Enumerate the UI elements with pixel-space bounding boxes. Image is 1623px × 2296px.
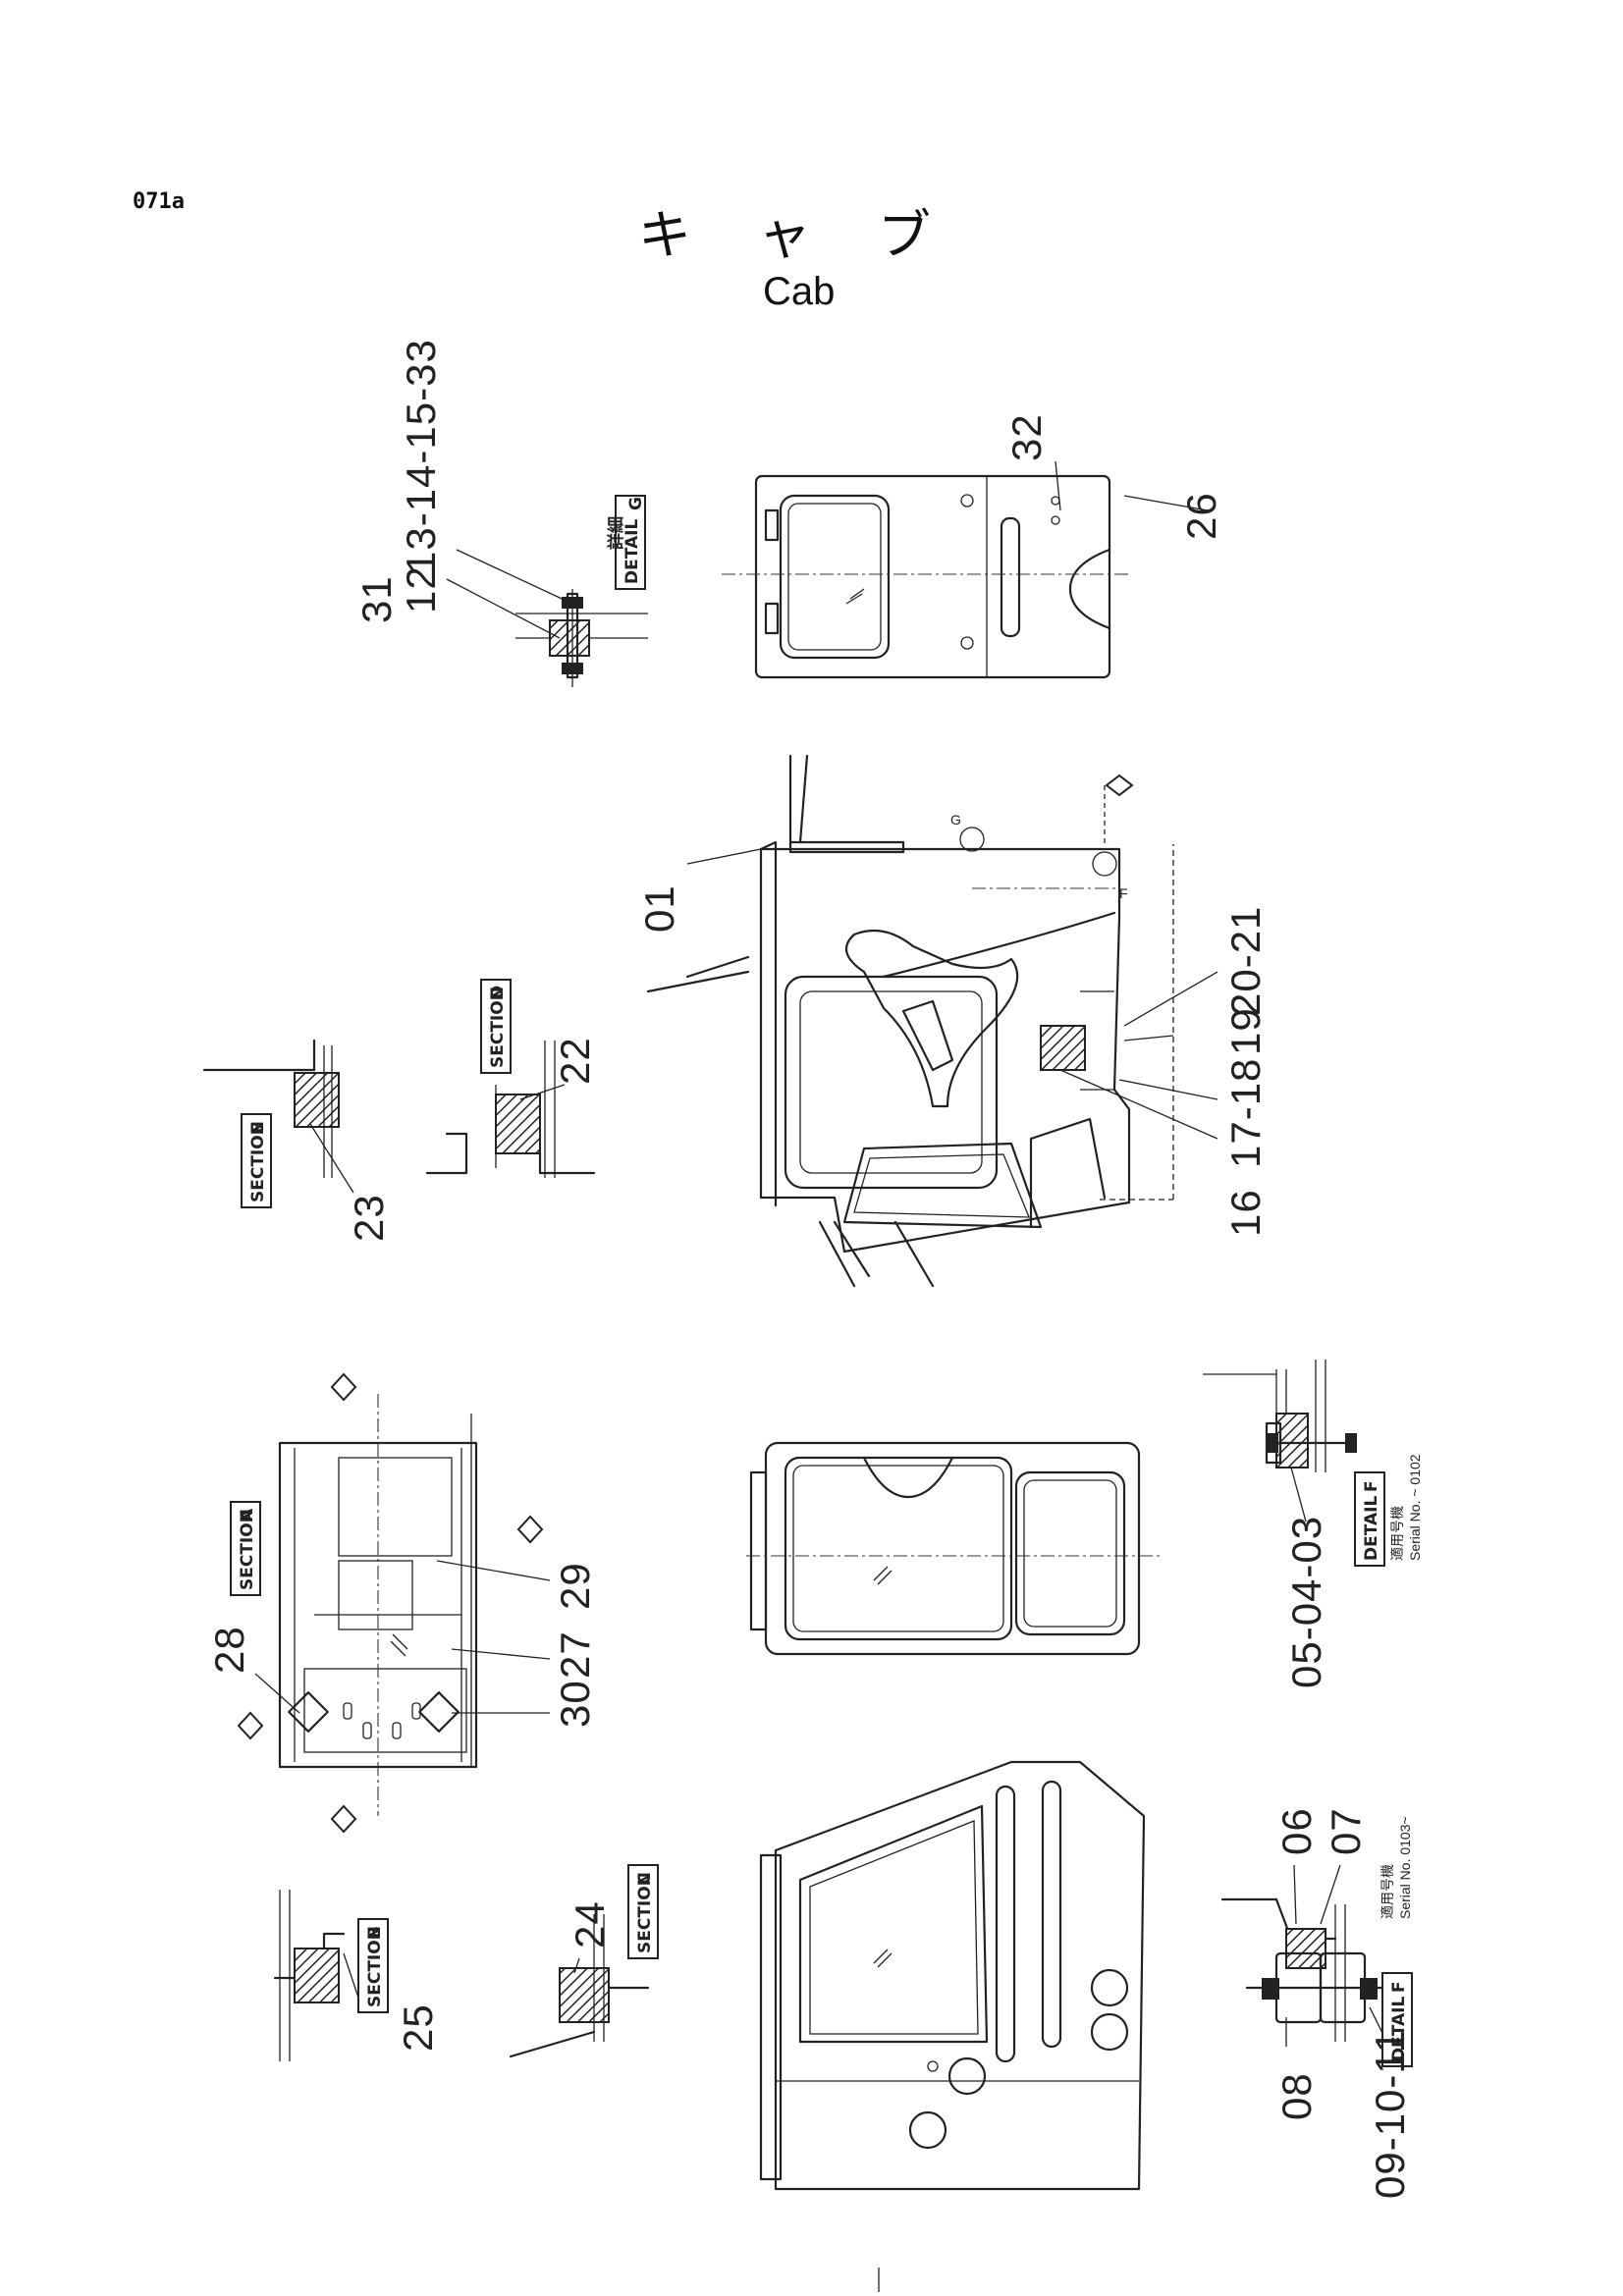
callout-08: 08: [1273, 2072, 1320, 2120]
callout-24: 24: [567, 1900, 613, 1949]
detail-f-old-tag: DETAIL F: [1354, 1471, 1385, 1567]
section-b-tag: SECTION B: [357, 1918, 389, 2013]
cab-rear-side-view: [759, 1760, 1146, 2191]
detail-f-new-serial: Serial No. 0103~: [1397, 1816, 1413, 1919]
section-e-tag: SECTION E: [241, 1113, 272, 1208]
detail-f-old-tag-label: DETAIL: [1362, 1496, 1381, 1561]
callout-07: 07: [1323, 1807, 1369, 1855]
callout-26: 26: [1178, 492, 1224, 540]
detail-f-new-letter: F: [1389, 1981, 1409, 1993]
section-a-tag-label: SECTION: [238, 1509, 257, 1590]
callout-30: 30: [552, 1680, 598, 1728]
callout-29: 29: [552, 1562, 598, 1610]
callout-06: 06: [1273, 1807, 1320, 1855]
callout-19: 19: [1222, 1007, 1269, 1055]
detail-g-tag-jp: 詳細: [606, 516, 626, 550]
page-title-english: Cab: [763, 270, 835, 313]
callout-16: 16: [1222, 1189, 1269, 1237]
section-b-tag-label: SECTION: [365, 1926, 385, 2007]
detail-g-view: DETAIL 詳細 G 31 12 13-14-15-33: [353, 339, 648, 687]
section-c-tag: SECTION C: [627, 1864, 659, 1959]
callout-20-21: 20-21: [1222, 906, 1269, 1016]
callout-17-18: 17-18: [1222, 1058, 1269, 1168]
section-c-tag-label: SECTION: [635, 1872, 655, 1953]
callout-22: 22: [552, 1037, 598, 1085]
detail-g-letter: G: [626, 497, 646, 510]
cab-side-view: G F 01 20-21 19 17-18 16: [636, 754, 1269, 1288]
detail-f-new-tag-label: DETAIL: [1389, 1997, 1409, 2061]
page-title-japanese: キャブ: [638, 204, 998, 266]
section-a-tag: SECTION A: [230, 1501, 261, 1596]
callout-13-14-15-33: 13-14-15-33: [398, 339, 444, 574]
page-code: 071a: [133, 189, 185, 214]
section-d-view: SECTION D 22: [425, 979, 598, 1178]
section-d-letter: D: [488, 986, 508, 999]
cab-front-view: [746, 1441, 1163, 1656]
detail-f-new-view: DETAIL F 適用号機 Serial No. 0103~ 06 07 08 …: [1220, 1807, 1413, 2199]
callout-25: 25: [395, 2003, 441, 2052]
section-b-view: SECTION B 25: [273, 1890, 441, 2061]
section-a-view: SECTION A 29 27 30 28: [206, 1372, 598, 1834]
section-e-letter: E: [248, 1122, 268, 1134]
detail-g-tag-label: DETAIL: [622, 519, 642, 584]
section-c-view: SECTION C 24: [509, 1864, 659, 2058]
section-e-view: SECTION E 23: [202, 1039, 392, 1242]
section-d-tag-label: SECTION: [488, 987, 508, 1068]
detail-f-new-tag: DETAIL F: [1381, 1972, 1413, 2067]
callout-28: 28: [206, 1626, 252, 1674]
callout-09-10-11: 09-10-11: [1367, 2029, 1413, 2199]
detail-f-new-applicable: 適用号機: [1380, 1864, 1395, 1919]
section-a-letter: A: [238, 1508, 257, 1522]
detail-f-old-letter: F: [1362, 1480, 1381, 1492]
callout-12: 12: [398, 565, 444, 614]
callout-31: 31: [353, 575, 400, 623]
detail-f-old-serial: Serial No. ~ 0102: [1407, 1454, 1423, 1561]
cab-top-view: 32 26: [722, 413, 1224, 679]
section-b-letter: B: [365, 1926, 385, 1939]
callout-23: 23: [346, 1194, 392, 1242]
view-mark-f: F: [1119, 885, 1128, 901]
detail-g-tag: DETAIL 詳細 G: [606, 495, 646, 590]
callout-05-04-03: 05-04-03: [1283, 1516, 1329, 1688]
section-d-tag: SECTION D: [480, 979, 512, 1074]
section-e-tag-label: SECTION: [248, 1121, 268, 1202]
section-c-letter: C: [635, 1873, 655, 1885]
callout-01: 01: [636, 884, 682, 933]
detail-f-old-view: DETAIL F 適用号機 Serial No. ~ 0102 05-04-03: [1203, 1360, 1423, 1688]
callout-32: 32: [1003, 413, 1050, 461]
callout-27: 27: [552, 1630, 598, 1679]
view-mark-g: G: [950, 812, 961, 828]
detail-f-old-applicable: 適用号機: [1389, 1506, 1405, 1561]
